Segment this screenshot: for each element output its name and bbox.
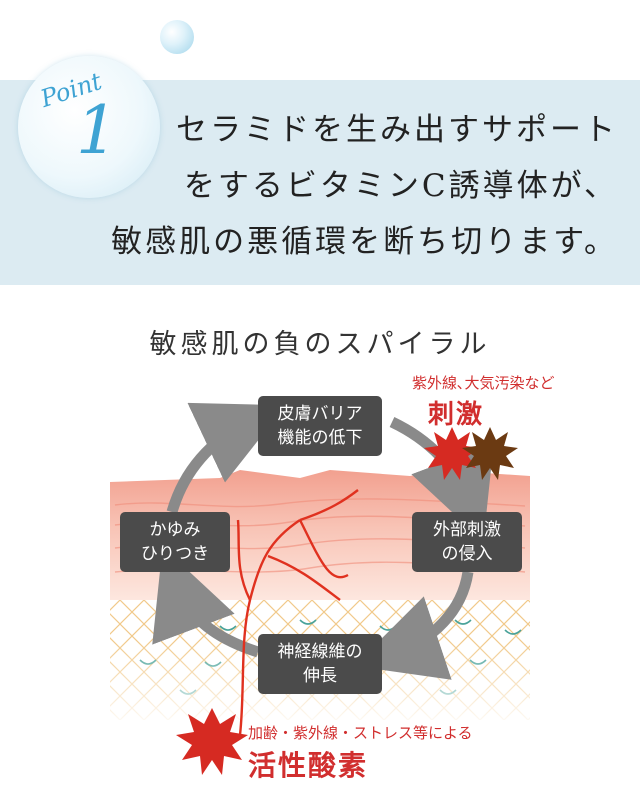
node-nerve-line-1: 神経線維の <box>277 642 363 662</box>
node-irritant-invasion: 外部刺激 の侵入 <box>412 512 522 572</box>
node-nerve-line-2: 伸長 <box>303 666 337 686</box>
nerve-fibers <box>236 489 359 736</box>
headline-line-2: をするビタミンC誘導体が、 <box>183 168 618 204</box>
node-invasion-line-1: 外部刺激 <box>433 520 501 540</box>
arrow-invasion-to-nerve <box>354 570 474 680</box>
irritant-brown-burst-icon <box>462 427 518 480</box>
water-droplet-icon <box>160 20 194 54</box>
node-nerve-extension: 神経線維の 伸長 <box>258 634 382 694</box>
node-itch-line-2: ひりつき <box>140 544 210 564</box>
ros-burst-icon <box>176 708 248 775</box>
irritant-title: 刺激 <box>428 400 485 430</box>
node-itch-tingling: かゆみ ひりつき <box>120 512 230 572</box>
node-barrier-line-2: 機能の低下 <box>277 428 363 448</box>
irritant-red-burst-icon <box>424 427 480 480</box>
diagram-title: 敏感肌の負のスパイラル <box>149 329 491 360</box>
node-itch-line-1: かゆみ <box>149 520 201 540</box>
arrow-itch-to-barrier <box>166 402 286 514</box>
node-invasion-line-2: の侵入 <box>441 544 493 564</box>
headline: セラミドを生み出すサポート をするビタミンC誘導体が、 敏感肌の悪循環を断ち切り… <box>111 102 618 270</box>
node-barrier-decline: 皮膚バリア 機能の低下 <box>258 396 382 456</box>
node-barrier-line-1: 皮膚バリア <box>277 404 363 424</box>
point-badge-number: 1 <box>76 92 118 169</box>
ros-title: 活性酸素 <box>248 749 369 782</box>
irritant-caption: 紫外線､大気汚染など <box>412 374 555 392</box>
point-badge: Point 1 <box>18 56 160 198</box>
ros-caption: 加齢・紫外線・ストレス等による <box>248 724 473 742</box>
headline-line-1: セラミドを生み出すサポート <box>176 112 618 148</box>
headline-line-3: 敏感肌の悪循環を断ち切ります。 <box>111 224 618 260</box>
arrow-nerve-to-itch <box>152 546 260 658</box>
